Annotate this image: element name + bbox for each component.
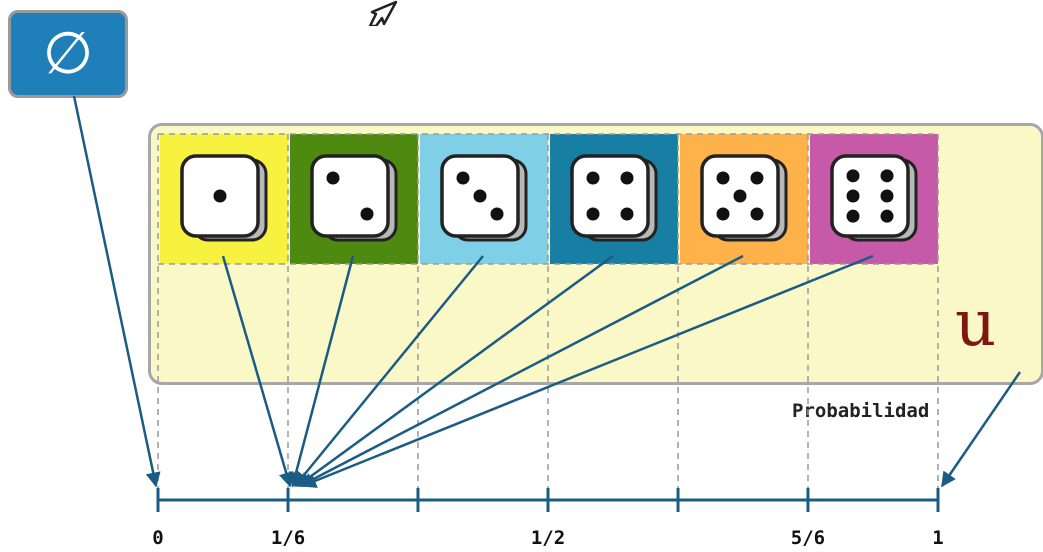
die-pip xyxy=(880,189,894,203)
tick-label: 1 xyxy=(932,527,944,549)
die-4-icon xyxy=(570,154,658,242)
universe-label: u xyxy=(955,287,997,361)
die-pip xyxy=(620,207,634,221)
arrow-die-3 xyxy=(294,255,484,488)
arrow-empty-set xyxy=(72,95,161,488)
axis-title: Probabilidad xyxy=(792,400,930,422)
die-5-icon xyxy=(700,154,788,242)
die-pip xyxy=(213,189,227,203)
die-1-icon xyxy=(180,154,268,242)
die-pip xyxy=(586,171,600,185)
die-pip xyxy=(846,189,860,203)
arrow-die-5 xyxy=(298,254,744,488)
die-pip xyxy=(846,169,860,183)
die-pip xyxy=(716,207,730,221)
die-pip xyxy=(733,189,747,203)
arrow-universe xyxy=(940,371,1022,488)
die-cell-4 xyxy=(550,134,678,264)
die-cell-1 xyxy=(160,134,288,264)
arrow-die-1 xyxy=(221,255,294,488)
mouse-cursor-icon xyxy=(368,0,398,26)
arrow-die-4 xyxy=(296,254,614,488)
die-cell-6 xyxy=(810,134,938,264)
die-3-icon xyxy=(440,154,528,242)
die-pip xyxy=(456,171,470,185)
die-pip xyxy=(360,207,374,221)
die-pip xyxy=(716,171,730,185)
tick-label: 1/6 xyxy=(270,527,306,549)
die-pip xyxy=(880,209,894,223)
die-pip xyxy=(880,169,894,183)
die-pip xyxy=(473,189,487,203)
die-pip xyxy=(326,171,340,185)
tick-label: 1/2 xyxy=(530,527,566,549)
die-cell-5 xyxy=(680,134,808,264)
tick-label: 0 xyxy=(152,527,164,549)
die-pip xyxy=(846,209,860,223)
arrow-die-6 xyxy=(301,254,874,488)
arrow-die-2 xyxy=(288,255,355,488)
die-pip xyxy=(620,171,634,185)
die-pip xyxy=(490,207,504,221)
die-6-icon xyxy=(830,154,918,242)
die-pip xyxy=(750,171,764,185)
empty-set-symbol: ∅ xyxy=(42,19,94,87)
empty-set-button[interactable]: ∅ xyxy=(8,10,128,98)
die-cell-2 xyxy=(290,134,418,264)
tick-label: 5/6 xyxy=(790,527,826,549)
die-pip xyxy=(750,207,764,221)
die-2-icon xyxy=(310,154,398,242)
die-cell-3 xyxy=(420,134,548,264)
die-pip xyxy=(586,207,600,221)
